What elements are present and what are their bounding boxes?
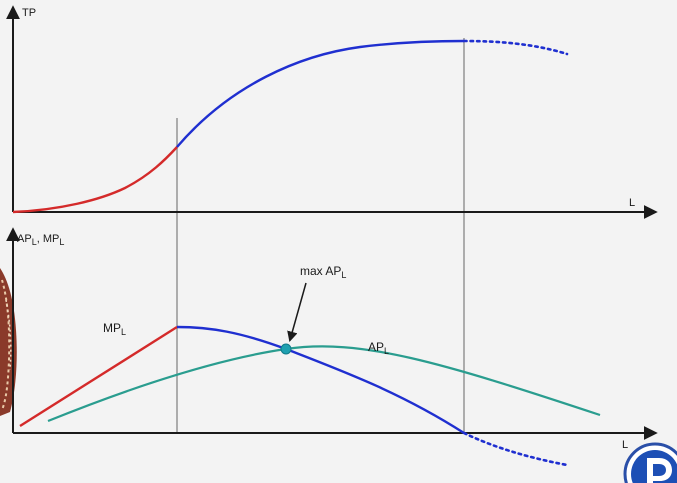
max-ap-pointer — [287, 282, 307, 343]
tp-curve-increasing-segment — [12, 146, 178, 214]
ap-mp-x-axis-label: L — [622, 439, 628, 451]
tp-y-axis-label: TP — [22, 7, 36, 19]
tp-x-axis-label: L — [629, 197, 635, 209]
ap-mp-panel: APL, MPL L max APL MPL APL — [5, 227, 658, 467]
mp-curve-dotted-extension — [462, 431, 569, 467]
max-ap-point — [280, 343, 292, 355]
tp-panel: TP L — [5, 5, 658, 219]
mp-curve-diminishing-segment — [176, 325, 465, 435]
tp-curve-dotted-extension — [462, 39, 569, 56]
ap-curve — [47, 345, 601, 423]
mp-curve-label: MPL — [103, 321, 126, 337]
max-ap-label: max APL — [300, 264, 346, 280]
mp-curve-increasing-segment — [19, 325, 178, 428]
ap-mp-y-axis-label: APL, MPL — [17, 233, 64, 247]
brand-logo-icon — [623, 442, 677, 483]
hand-illustration-icon — [0, 268, 17, 416]
tp-curve-diminishing-segment — [176, 39, 465, 148]
ap-curve-label: APL — [368, 340, 389, 356]
